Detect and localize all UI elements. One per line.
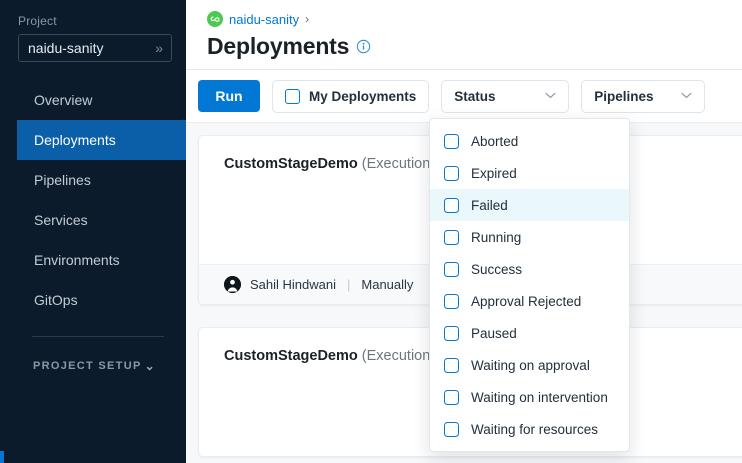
status-option-paused[interactable]: Paused — [430, 317, 629, 349]
chevron-down-icon — [681, 90, 692, 102]
status-option-label: Waiting for resources — [471, 421, 599, 437]
breadcrumb-separator: › — [305, 12, 310, 26]
sidebar-item-overview[interactable]: Overview — [0, 80, 186, 120]
status-option-failed[interactable]: Failed — [430, 189, 629, 221]
run-button[interactable]: Run — [198, 80, 260, 112]
execution-title: CustomStageDemo (Execution Id — [224, 156, 742, 172]
sidebar-nav: Overview Deployments Pipelines Services … — [0, 80, 186, 320]
sidebar-item-label: Pipelines — [34, 172, 91, 188]
execution-id: (Execution Id — [361, 156, 447, 172]
status-option-waiting-on-intervention[interactable]: Waiting on intervention — [430, 381, 629, 413]
page-header: naidu-sanity › Deployments — [186, 0, 742, 70]
filters-toolbar: Run My Deployments Status Pipelines — [186, 70, 742, 123]
chevron-down-icon — [545, 90, 556, 102]
status-option-label: Waiting on intervention — [471, 389, 608, 405]
sidebar-item-label: Environments — [34, 252, 120, 268]
sidebar-item-pipelines[interactable]: Pipelines — [0, 160, 186, 200]
sidebar-item-label: Deployments — [34, 132, 116, 148]
status-option-label: Aborted — [471, 133, 519, 149]
status-option-label: Paused — [471, 325, 517, 341]
sidebar-section-label: PROJECT SETUP — [33, 360, 142, 372]
chevron-down-icon: ⌄ — [144, 359, 156, 373]
status-option-waiting-on-approval[interactable]: Waiting on approval — [430, 349, 629, 381]
project-selector[interactable]: naidu-sanity » — [18, 34, 172, 62]
status-filter-label: Status — [454, 88, 496, 104]
sidebar-item-label: Overview — [34, 92, 93, 108]
status-option-checkbox[interactable] — [444, 261, 459, 277]
status-option-checkbox[interactable] — [444, 197, 459, 213]
execution-pipeline-name: CustomStageDemo — [224, 156, 358, 172]
sidebar-accent-strip — [0, 0, 4, 463]
execution-pipeline-name: CustomStageDemo — [224, 348, 358, 364]
info-icon[interactable] — [356, 39, 371, 54]
status-option-label: Expired — [471, 165, 517, 181]
status-option-expired[interactable]: Expired — [430, 157, 629, 189]
status-option-label: Running — [471, 229, 522, 245]
sidebar-item-label: GitOps — [34, 292, 78, 308]
pipelines-filter-dropdown-trigger[interactable]: Pipelines — [581, 79, 706, 113]
status-option-checkbox[interactable] — [444, 165, 459, 181]
page-title: Deployments — [207, 33, 350, 59]
status-option-checkbox[interactable] — [444, 421, 459, 437]
status-option-checkbox[interactable] — [444, 293, 459, 309]
harness-logo-icon — [207, 11, 223, 27]
execution-user: Sahil Hindwani — [250, 277, 336, 292]
double-chevron-right-icon: » — [155, 40, 163, 56]
sidebar: Project naidu-sanity » Overview Deployme… — [0, 0, 186, 463]
sidebar-item-label: Services — [34, 212, 88, 228]
sidebar-item-deployments[interactable]: Deployments — [17, 120, 186, 160]
status-option-running[interactable]: Running — [430, 221, 629, 253]
execution-card-body: CustomStageDemo (Execution Id — [199, 136, 742, 264]
my-deployments-filter[interactable]: My Deployments — [272, 79, 430, 113]
sidebar-item-environments[interactable]: Environments — [0, 240, 186, 280]
sidebar-section-project-setup[interactable]: PROJECT SETUP ⌄ — [0, 353, 186, 379]
status-option-waiting-for-resources[interactable]: Waiting for resources — [430, 413, 629, 445]
execution-card-body: CustomStageDemo (Execution Id — [199, 328, 742, 456]
status-option-aborted[interactable]: Aborted — [430, 125, 629, 157]
execution-title: CustomStageDemo (Execution Id — [224, 348, 742, 364]
status-filter-dropdown-trigger[interactable]: Status — [441, 79, 570, 113]
sidebar-divider — [32, 336, 164, 337]
breadcrumb-link-project[interactable]: naidu-sanity — [229, 11, 300, 27]
status-option-approval-rejected[interactable]: Approval Rejected — [430, 285, 629, 317]
page-title-row: Deployments — [207, 33, 742, 60]
status-option-label: Success — [471, 261, 523, 277]
status-option-checkbox[interactable] — [444, 357, 459, 373]
status-option-checkbox[interactable] — [444, 389, 459, 405]
sidebar-item-services[interactable]: Services — [0, 200, 186, 240]
pipelines-filter-label: Pipelines — [594, 88, 654, 104]
execution-trigger: Manually — [361, 277, 414, 292]
status-option-checkbox[interactable] — [444, 325, 459, 341]
status-option-checkbox[interactable] — [444, 229, 459, 245]
project-label: Project — [18, 14, 57, 28]
project-selector-value: naidu-sanity — [28, 40, 104, 56]
sidebar-item-gitops[interactable]: GitOps — [0, 280, 186, 320]
main-content: naidu-sanity › Deployments Run My Deploy… — [186, 0, 742, 463]
status-option-label: Approval Rejected — [471, 293, 582, 309]
status-option-label: Waiting on approval — [471, 357, 590, 373]
status-option-label: Failed — [471, 197, 508, 213]
footer-separator: | — [347, 277, 351, 292]
execution-id: (Execution Id — [361, 348, 447, 364]
status-dropdown-menu[interactable]: Aborted Expired Failed Running Success A… — [429, 118, 630, 452]
status-option-checkbox[interactable] — [444, 133, 459, 149]
breadcrumb: naidu-sanity › — [207, 8, 742, 30]
avatar — [224, 276, 241, 293]
my-deployments-checkbox[interactable] — [285, 88, 300, 104]
my-deployments-label: My Deployments — [309, 88, 417, 104]
status-option-success[interactable]: Success — [430, 253, 629, 285]
